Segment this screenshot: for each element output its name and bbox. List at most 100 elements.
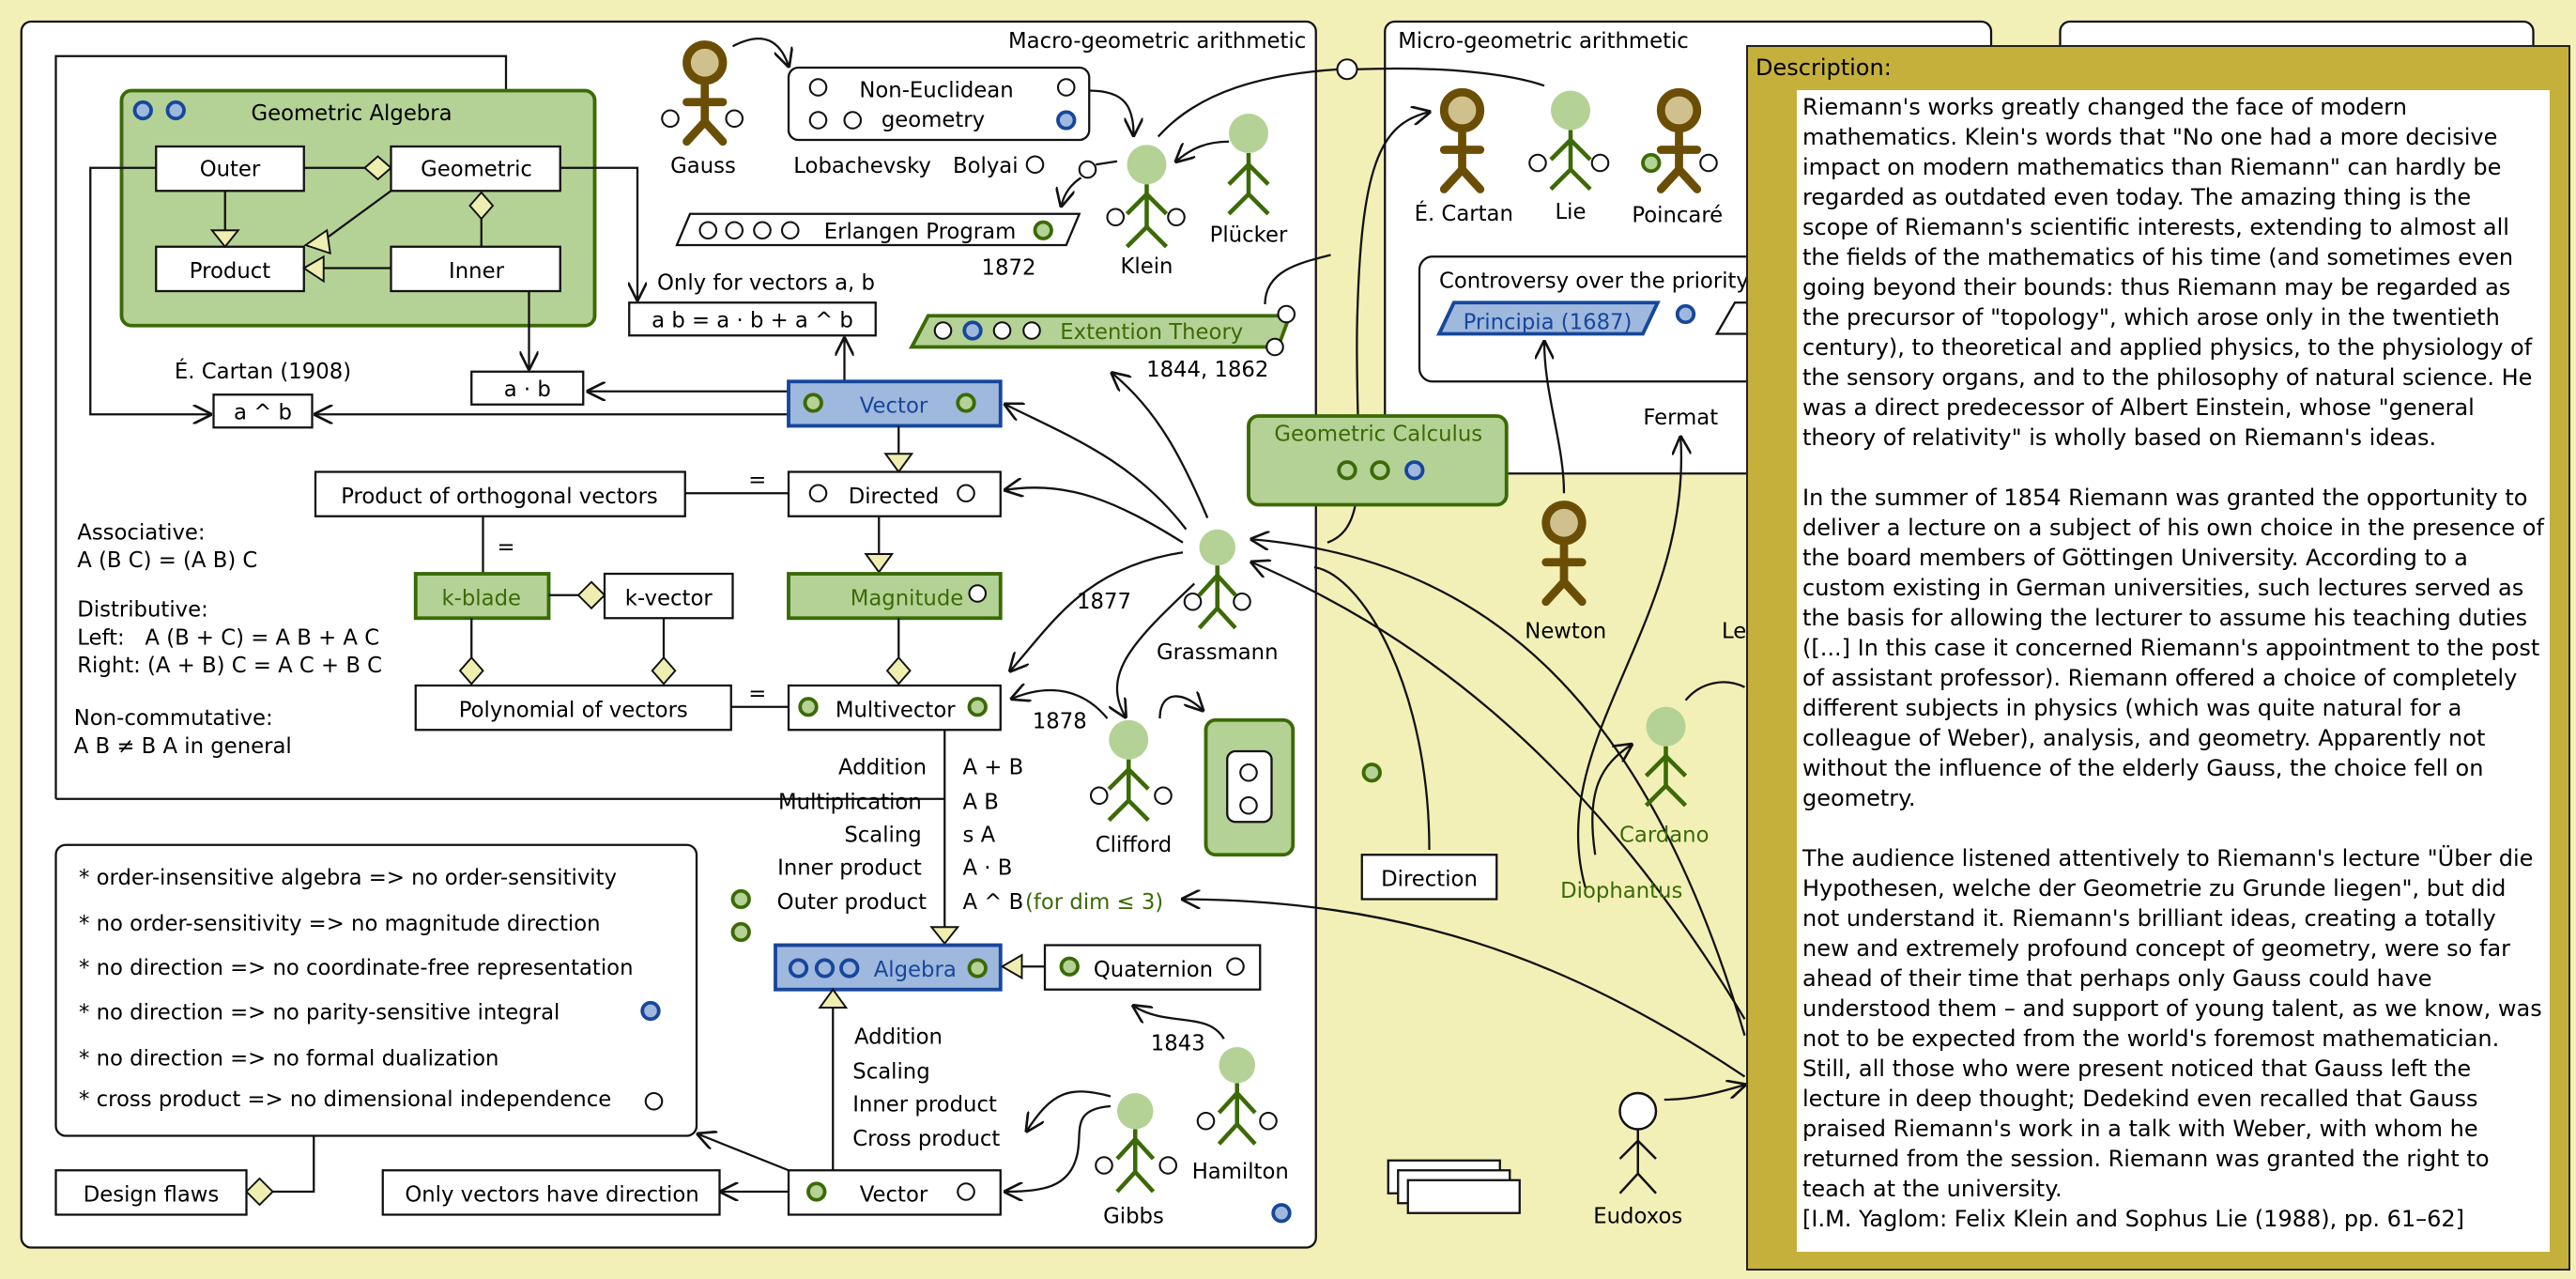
connector-line	[698, 1134, 790, 1172]
dot-product-box[interactable]	[470, 370, 585, 406]
macro-title: Macro-geometric arithmetic	[1008, 29, 1306, 54]
vector-class-bottom[interactable]: Vector	[787, 1169, 1002, 1216]
actor-gibbs[interactable]	[1095, 1093, 1178, 1194]
eudoxos-label: Eudoxos	[1593, 1204, 1682, 1228]
actor-poincare[interactable]	[1641, 87, 1718, 193]
geometric-label: Geometric	[421, 158, 532, 182]
erlangen-label: Erlangen Program	[824, 220, 1016, 244]
aggregation-diamond	[363, 155, 392, 181]
diagram-shape	[1043, 944, 1262, 991]
diagram-text: Distributive:	[77, 598, 208, 623]
description-title: Description:	[1756, 54, 1892, 81]
connector-line	[1005, 487, 1184, 544]
empty-marker-icon	[1528, 153, 1547, 173]
diagram-text: Inner product	[852, 1092, 997, 1117]
actor-eudoxos[interactable]	[1618, 1091, 1658, 1194]
geometric-product-formula: a b = a · b + a ^ b	[652, 309, 853, 333]
wedge-product-box[interactable]	[212, 393, 314, 429]
erlangen-program-artifact[interactable]: Erlangen Program	[675, 212, 1081, 247]
connector-line	[272, 1135, 315, 1194]
k-blade-class[interactable]: k-blade	[413, 572, 551, 621]
cardano-label: Cardano	[1619, 823, 1710, 847]
generalization-arrow	[864, 553, 895, 574]
actor-hamilton[interactable]	[1196, 1047, 1278, 1146]
actor-klein[interactable]	[1106, 145, 1186, 249]
extention-theory-artifact[interactable]: Extention Theory	[909, 304, 1296, 357]
blue-marker-icon	[1675, 303, 1696, 325]
actor-gauss[interactable]	[661, 40, 744, 146]
operations-table: Addition A + B Multiplication A B Scalin…	[777, 756, 1164, 916]
actor-lie[interactable]	[1528, 90, 1610, 192]
vector-class-blue[interactable]: Vector	[787, 379, 1003, 428]
connector-line	[1012, 690, 1109, 719]
description-citation: [I.M. Yaglom: Felix Klein and Sophus Lie…	[1802, 1206, 2465, 1232]
geometric-algebra-package[interactable]: Geometric Algebra Outer Geometric Produc…	[119, 88, 597, 328]
only-vectors-direction-box[interactable]	[381, 1169, 721, 1216]
blue-marker-icon	[1404, 460, 1425, 481]
actor-clifford[interactable]	[1089, 719, 1173, 823]
green-marker-icon	[1361, 763, 1382, 783]
blue-marker-icon	[788, 958, 809, 979]
product-orthogonal-vectors-box[interactable]	[314, 470, 686, 517]
diophantus-label: Diophantus	[1560, 879, 1682, 903]
geometric-calculus-package[interactable]: Geometric Calculus	[1247, 414, 1509, 507]
green-marker-icon	[803, 393, 823, 413]
diagram-shape	[1569, 167, 1592, 192]
description-text-area[interactable]: Riemann's works greatly changed the face…	[1797, 90, 2550, 1252]
connector-line	[1591, 745, 1632, 855]
diagram-shape	[682, 40, 728, 85]
diagram-text: Scaling	[852, 1059, 929, 1084]
diagram-shape	[1618, 1091, 1658, 1131]
magnitude-class[interactable]: Magnitude	[787, 572, 1003, 621]
diagram-shape	[1115, 1137, 1137, 1161]
vector-label: Vector	[860, 394, 928, 419]
actor-grassmann[interactable]	[1183, 529, 1251, 630]
connector-line	[1544, 342, 1566, 494]
connector-line	[1357, 67, 1545, 87]
connector-line	[1326, 112, 1430, 544]
directed-class[interactable]: Directed	[787, 470, 1002, 517]
design-flaws-label: Design flaws	[84, 1183, 220, 1208]
diagram-text: geometry	[882, 108, 985, 132]
year-1843: 1843	[1151, 1032, 1205, 1056]
flaws-list-box[interactable]	[54, 843, 698, 1137]
product-class[interactable]	[155, 245, 305, 293]
diagram-text: Addition	[838, 756, 927, 780]
equals-sign: =	[497, 535, 514, 560]
diagram-shape	[787, 572, 1003, 621]
actor-cartan[interactable]	[1439, 87, 1485, 193]
connector-line	[1112, 374, 1209, 518]
diagram-shape	[1107, 767, 1130, 791]
diagram-text: A + B	[963, 756, 1024, 780]
green-marker-icon	[1033, 220, 1053, 240]
directed-label: Directed	[849, 485, 940, 509]
diagram-text: Right: (A + B) C = A C + B C	[77, 654, 382, 678]
connector-line	[1010, 551, 1184, 670]
geometric-product-formula-box[interactable]	[628, 301, 877, 337]
empty-marker-icon	[1158, 1156, 1178, 1175]
diagram-text: Multiplication	[778, 790, 922, 814]
empty-marker-icon	[968, 584, 988, 603]
actor-cardano[interactable]	[1644, 706, 1688, 808]
year-1877: 1877	[1077, 590, 1131, 614]
quaternion-class[interactable]: Quaternion	[1043, 944, 1262, 991]
empty-marker-icon	[1239, 763, 1258, 782]
description-panel[interactable]: Description: Riemann's works greatly cha…	[1746, 45, 2570, 1271]
empty-marker-icon	[644, 1091, 664, 1111]
design-flaws-box[interactable]	[54, 1169, 248, 1216]
year-1872: 1872	[982, 256, 1036, 281]
polynomial-vectors-box[interactable]	[414, 684, 732, 732]
actor-plucker[interactable]	[1227, 114, 1270, 216]
actor-newton[interactable]	[1541, 501, 1587, 607]
clifford-algebra-package[interactable]	[1204, 717, 1296, 857]
diagram-shape	[1646, 706, 1686, 747]
non-euclidean-geometry-box[interactable]: Non-Euclidean geometry	[787, 66, 1091, 142]
multivector-class[interactable]: Multivector	[787, 684, 1002, 732]
algebra-class[interactable]: Algebra	[774, 943, 1003, 992]
direction-label: Direction	[1381, 868, 1478, 892]
direction-box[interactable]	[1360, 854, 1498, 901]
aggregation-diamond	[651, 655, 677, 686]
principia-artifact[interactable]: Principia (1687)	[1435, 300, 1661, 336]
diagram-text: A B ≠ B A in general	[74, 734, 292, 759]
k-vector-class[interactable]	[603, 572, 734, 620]
